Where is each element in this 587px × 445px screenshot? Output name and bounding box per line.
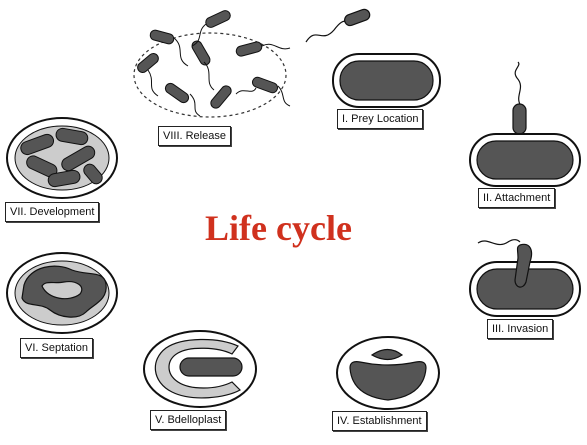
flagellum — [191, 23, 207, 47]
diagram-title: Life cycle — [205, 208, 352, 248]
progeny-cell — [47, 169, 81, 188]
stage-invasion-graphic — [469, 239, 581, 317]
flagellum — [514, 61, 522, 107]
flagellum — [235, 87, 257, 95]
stage-bdelloplast-graphic — [143, 330, 257, 408]
stage-label-release: VIII. Release — [158, 126, 231, 146]
stage-label-prey-location: I. Prey Location — [337, 109, 424, 129]
flagellum — [147, 69, 159, 97]
progeny-cell — [210, 85, 232, 109]
stage-development-graphic — [6, 117, 118, 199]
stage-attachment-graphic — [469, 61, 581, 187]
progeny-cell — [20, 133, 55, 156]
stage-label-bdelloplast: V. Bdelloplast — [150, 410, 227, 430]
bdellovibrio-free — [305, 20, 347, 43]
bdellovibrio-entering — [514, 243, 533, 288]
flagellum — [189, 93, 201, 117]
progeny-cell — [55, 127, 89, 146]
progeny-cell — [251, 76, 279, 94]
stage-label-establishment: IV. Establishment — [332, 411, 427, 431]
bdellovibrio-inside — [370, 348, 404, 361]
progeny-cell — [137, 53, 159, 73]
stage-release-graphic — [133, 10, 291, 118]
prey-cytoplasm — [339, 60, 434, 101]
stage-label-septation: VI. Septation — [20, 338, 93, 358]
flagellum — [261, 43, 291, 50]
released-progeny — [137, 10, 279, 109]
bdellovibrio-growing — [179, 357, 243, 377]
bdellovibrio-filament — [21, 265, 107, 318]
flagellum — [203, 61, 215, 91]
lysed-prey-outline — [133, 32, 287, 118]
stage-label-invasion: III. Invasion — [487, 319, 554, 339]
stage-prey-location-graphic — [305, 8, 441, 108]
progeny-cell — [164, 82, 190, 104]
bdellovibrio-attached — [512, 103, 527, 135]
released-flagella — [147, 23, 291, 117]
progeny-cell — [205, 10, 231, 28]
progeny-cell — [191, 40, 211, 66]
stage-label-attachment: II. Attachment — [478, 188, 556, 208]
progeny-cell — [235, 41, 263, 57]
stage-septation-graphic — [6, 252, 118, 334]
progeny-cell — [83, 163, 103, 185]
bdellovibrio-body — [344, 8, 371, 27]
flagellum — [277, 85, 291, 107]
flagellum — [173, 37, 189, 67]
prey-cytoplasm — [476, 140, 574, 180]
progeny-cell — [61, 145, 96, 172]
prey-cytoplasm-light — [154, 338, 241, 399]
prey-cytoplasm — [349, 361, 427, 401]
progeny-cell — [149, 29, 175, 45]
flagellum — [477, 239, 521, 246]
stage-label-development: VII. Development — [5, 202, 100, 222]
stage-establishment-graphic — [336, 336, 440, 410]
